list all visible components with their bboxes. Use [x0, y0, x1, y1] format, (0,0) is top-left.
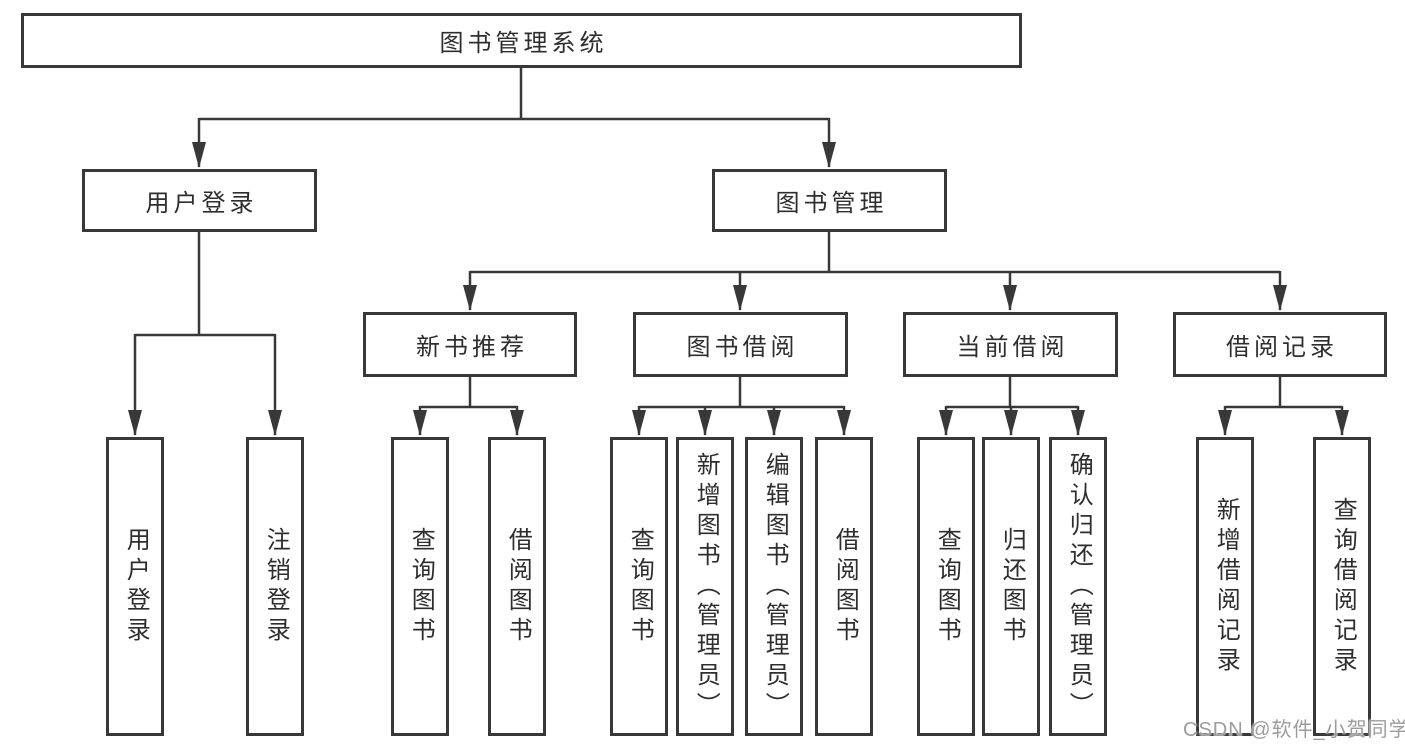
- leaf-borrowing-add-book-admin-label: 新增图书（管理员）: [692, 451, 720, 722]
- leaf-current-return-books-label: 归还图书: [998, 526, 1026, 647]
- node-book-management-branch-label: 图书管理: [775, 190, 888, 217]
- leaf-current-query-books: 查询图书: [917, 437, 975, 736]
- leaf-records-add-record: 新增借阅记录: [1196, 437, 1254, 736]
- leaf-records-query-record-label: 查询借阅记录: [1329, 496, 1357, 677]
- node-current-borrowing: 当前借阅: [903, 312, 1118, 377]
- csdn-watermark: CSDN @软件_小贺同学: [1183, 719, 1405, 741]
- node-book-management-branch: 图书管理: [712, 169, 947, 232]
- node-current-borrowing-label: 当前借阅: [956, 334, 1069, 361]
- node-book-borrowing: 图书借阅: [633, 312, 848, 377]
- leaf-current-confirm-return-admin: 确认归还（管理员）: [1049, 437, 1107, 736]
- leaf-borrowing-query-books-label: 查询图书: [626, 526, 654, 647]
- leaf-borrowing-edit-book-admin: 编辑图书（管理员）: [745, 437, 803, 736]
- leaf-recommend-borrow-books: 借阅图书: [488, 437, 546, 736]
- leaf-records-add-record-label: 新增借阅记录: [1212, 496, 1240, 677]
- leaf-borrowing-borrow-books-label: 借阅图书: [831, 526, 859, 647]
- leaf-current-return-books: 归还图书: [982, 437, 1040, 736]
- node-root-system-label: 图书管理系统: [439, 30, 608, 57]
- leaf-user-login-label: 用户登录: [122, 526, 150, 647]
- leaf-current-confirm-return-admin-label: 确认归还（管理员）: [1065, 451, 1093, 722]
- leaf-borrowing-add-book-admin: 新增图书（管理员）: [676, 437, 734, 736]
- leaf-user-login: 用户登录: [106, 437, 164, 736]
- node-user-login-branch: 用户登录: [82, 169, 317, 232]
- leaf-records-query-record: 查询借阅记录: [1313, 437, 1371, 736]
- node-new-book-recommend: 新书推荐: [363, 312, 577, 377]
- node-book-borrowing-label: 图书借阅: [686, 334, 799, 361]
- node-new-book-recommend-label: 新书推荐: [416, 334, 528, 361]
- node-borrowing-records-label: 借阅记录: [1226, 334, 1338, 361]
- leaf-recommend-borrow-books-label: 借阅图书: [504, 526, 532, 647]
- leaf-logout: 注销登录: [246, 437, 304, 736]
- leaf-borrowing-edit-book-admin-label: 编辑图书（管理员）: [761, 451, 789, 722]
- node-root-system: 图书管理系统: [21, 13, 1022, 68]
- leaf-recommend-query-books: 查询图书: [391, 437, 449, 736]
- node-user-login-branch-label: 用户登录: [145, 190, 258, 217]
- leaf-borrowing-query-books: 查询图书: [610, 437, 668, 736]
- leaf-current-query-books-label: 查询图书: [933, 526, 961, 647]
- leaf-logout-label: 注销登录: [262, 526, 290, 647]
- leaf-borrowing-borrow-books: 借阅图书: [815, 437, 873, 736]
- leaf-recommend-query-books-label: 查询图书: [407, 526, 435, 647]
- node-borrowing-records: 借阅记录: [1173, 312, 1387, 377]
